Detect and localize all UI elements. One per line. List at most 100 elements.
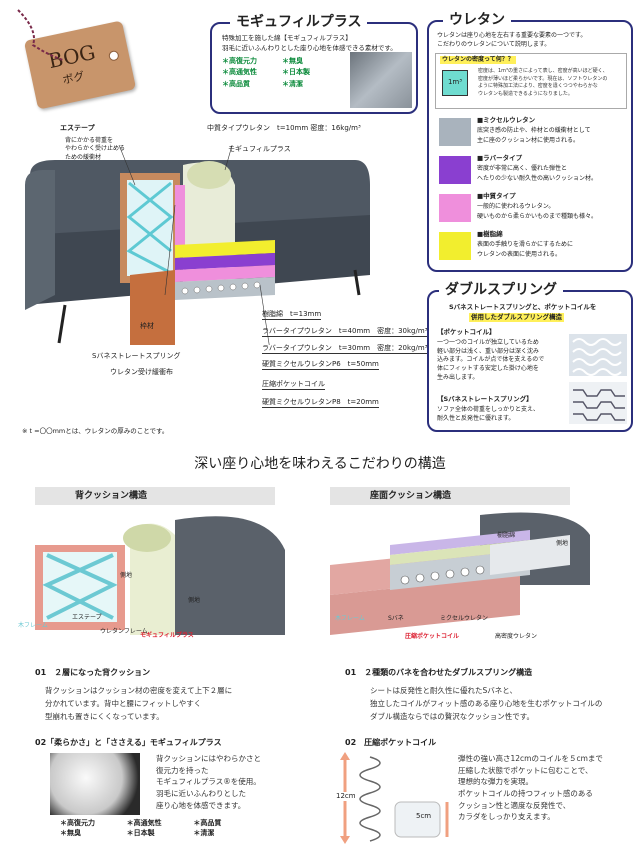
type-mixel: ■ミクセルウレタン 底突き感の防止や、枠材との緩衝材として 主に座のクッション材… [429,116,635,154]
callout-tape: エステープ [60,124,95,132]
double-lead1: Sバネストレートスプリングと、ポケットコイルを [449,303,597,311]
mogi-feature: ＊高品質 [222,79,250,88]
type-resin: ■樹脂綿 表面の手触りを滑らかにするために ウレタンの表面に使用される。 [429,230,635,268]
double-spring-box: ダブルスプリング Sバネストレートスプリングと、ポケットコイルを 併用したダブル… [427,281,633,432]
urethane-box: ウレタン ウレタンは座り心地を左右する重要な要素の一つです。 こだわりのウレタン… [427,11,635,272]
back-h2: 02「柔らかさ」と「ささえる」モギュフィルプラス [35,738,222,747]
seat-label-side: 側地 [556,540,569,547]
back-t2: 背クッションにはやわらかさと 復元力を持った モギュフィルプラス®を使用。 羽毛… [156,753,261,811]
seat-label-mixel: ミクセルウレタン [440,615,489,622]
type-desc: 底突き感の防止や、枠材との緩衝材として [477,127,591,134]
back-feature: ＊高通気性 [126,819,162,827]
pocket-line: 込みます。コイルが点で体を支えるので [437,356,545,364]
seat-t2-line: ポケットコイルの持つフィット感のある [458,788,593,798]
back-t2-line: モギュフィルプラス®を使用。 [156,777,261,787]
spring-images [569,334,627,424]
density-line: ように特殊加工法により、密度を違くつつやわらかな [478,83,598,89]
type-desc: 密度が非常に高く、優れた弾性と [477,165,568,172]
tag-string [17,9,64,61]
pocket-head: 【ポケットコイル】 [437,328,496,336]
callout-s-spring: Sバネストレートスプリング [92,352,181,360]
type-name: ■ラバータイプ [477,154,523,162]
seat-t2-line: カラダをしっかり支えます。 [458,812,555,822]
back-label-tape: エステープ [72,614,102,621]
urethane-title: ウレタン [443,11,511,30]
pocket-coil-illustration [340,752,449,844]
back-t1: 背クッションはクッション材の密度を変えて上下２層に 分かれています。背中と腰にフ… [45,685,232,723]
callout-mixel6: 硬質ミクセルウレタンP6 t=50mm [262,360,379,371]
back-t1-line: 背クッションはクッション材の密度を変えて上下２層に [45,686,233,695]
brand-kana: ボグ [61,69,86,87]
seat-t1-line: シートは反発性と耐久性に優れたSバネと、 [370,686,517,695]
callout-mixel8: 硬質ミクセルウレタンP8 t=20mm [262,398,379,409]
back-t2-line: 座り心地を体感できます。 [156,800,246,810]
pocket-line: 体にフィットする安定した掛け心地を [437,365,539,373]
callout-frame: 枠材 [140,322,154,330]
seat-h1: 01 ２種類のバネを合わせたダブルスプリング構造 [345,668,533,677]
urethane-desc2: こだわりのウレタンについて説明します。 [437,41,551,48]
callout-cloth: ウレタン受け緩衝布 [110,368,173,376]
seat-t2-line: クッション性と適度な反発性で、 [458,800,571,810]
mogi-features: ＊高復元力 ＊無臭 ＊高通気性 ＊日本製 ＊高品質 ＊清潔 [222,57,342,89]
density-panel: ウレタンの密度って何？？ 1m³ 密度は、1m³の重さによって表し、密度が高いほ… [435,53,627,109]
seat-label-frame: 木フレーム [335,615,365,622]
tape-desc-line: ための緩衝材 [65,153,102,161]
callout-mid: 中質タイプウレタン t=10mm 密度：16kg/m³ [207,124,361,132]
type-desc: 表面の手触りを滑らかにするために [477,241,574,248]
type-desc: 一般的に使われるウレタン。 [477,203,555,210]
tag-hole [107,49,120,62]
mogi-desc1: 特殊加工を施した綿【モギュフィルプラス】 [222,34,352,42]
pocket-line: 軽い部分は浅く、重い部分は深く沈み [437,347,540,355]
mogi-feature: ＊高復元力 [222,57,257,65]
mogi-box: モギュフィルプラス 特殊加工を施した綿【モギュフィルプラス】 羽毛に近いふんわり… [210,13,418,114]
back-label-modi: モギュフィルプラス [140,632,194,639]
back-label-frame: 木フレーム [18,622,48,629]
callout-rubber30: ラバータイプウレタン t=30mm 密度：20kg/m³ [262,344,428,355]
tape-desc-line: やわらかく受け止める [65,145,126,153]
seat-label-mid: 高密度ウレタン [495,633,538,640]
density-text: 密度は、1m³の重さによって表し、密度が高いほど硬く、 密度が薄いほど柔らかいで… [478,68,608,98]
seat-label-pocket: 圧縮ポケットコイル [405,633,460,640]
structure-title: 深い座り心地を味わえるこだわりの構造 [194,456,446,472]
seat-pill: 座面クッション構造 [330,487,570,506]
pocket-line: 一つ一つのコイルが独立しているため [437,339,539,346]
back-h1: 01 ２層になった背クッション [35,668,151,677]
back-t2-line: 復元力を持った [156,765,209,775]
callout-resin: 樹脂綿 t=13mm [262,310,322,321]
callout-tape-desc: 背にかかる荷重を やわらかく受け止める ための緩衝材 [65,137,125,162]
density-line: 密度は、1m³の重さによって表し、密度が高いほど硬く、 [478,68,608,74]
back-t2-line: 羽毛に近いふんわりとした [156,788,246,798]
sofa-cutaway-illustration [25,145,370,345]
type-desc: 主に座のクッション材に使用される。 [477,137,580,144]
back-t1-line: 分かれています。背中と腰にフィットしやすく [45,698,202,708]
back-feature: ＊日本製 [126,829,155,838]
back-t2-line: 背クッションにはやわらかさと [156,754,261,763]
back-feature: ＊高品質 [193,819,222,827]
cube-icon: 1m³ [442,70,468,96]
back-label-cloth: ウレタンフレーム [100,628,148,635]
seat-t2-line: 理想的な弾力を実現。 [458,777,533,787]
type-mid: ■中質タイプ 一般的に使われるウレタン。 硬いものから柔らかいものまで種類も様々… [429,192,635,230]
mogi-feature: ＊高通気性 [222,68,257,77]
seat-t2: 弾性の強い高さ12cmのコイルを５cmまで 圧縮した状態でポケットに包むことで、… [458,753,603,823]
mogi-desc2: 羽毛に近いふんわりとした座り心地を体感できる素材です。 [222,44,397,52]
s-head: 【Sバネストレートスプリング】 [437,395,533,403]
seat-t2-line: 弾性の強い高さ12cmのコイルを５cmまで [458,754,603,763]
density-line: 密度が薄いほど柔らかいです。現在は、ソフトウレタンの [478,75,608,82]
coil-height-12: 12cm [336,792,356,802]
resin-swatch-icon [439,232,471,260]
back-pill: 背クッション構造 [35,487,275,506]
coil-height-5: 5cm [416,812,432,820]
density-question: ウレタンの密度って何？？ [440,56,516,65]
mogi-feature: ＊日本製 [282,68,310,77]
callout-rubber40: ラバータイプウレタン t=40mm 密度：30kg/m³ [262,327,428,338]
type-desc: へたりの少ない耐久性の高いクッション材。 [477,175,598,182]
type-name: ■中質タイプ [477,192,516,200]
type-rubber: ■ラバータイプ 密度が非常に高く、優れた弾性と へたりの少ない耐久性の高いクッシ… [429,154,635,192]
seat-t1-line: 独立したコイルがフィット感のある座り心地を生むポケットコイルの [370,698,603,708]
seat-label-sbane: Sバネ [388,615,404,622]
pocket-text: 一つ一つのコイルが独立しているため 軽い部分は浅く、重い部分は深く沈み 込みます… [437,339,544,382]
seat-cushion-illustration [330,512,590,635]
type-desc: ウレタンの表面に使用される。 [477,251,562,258]
back-t1-line: 型崩れも置きにくくなっています。 [45,711,164,721]
